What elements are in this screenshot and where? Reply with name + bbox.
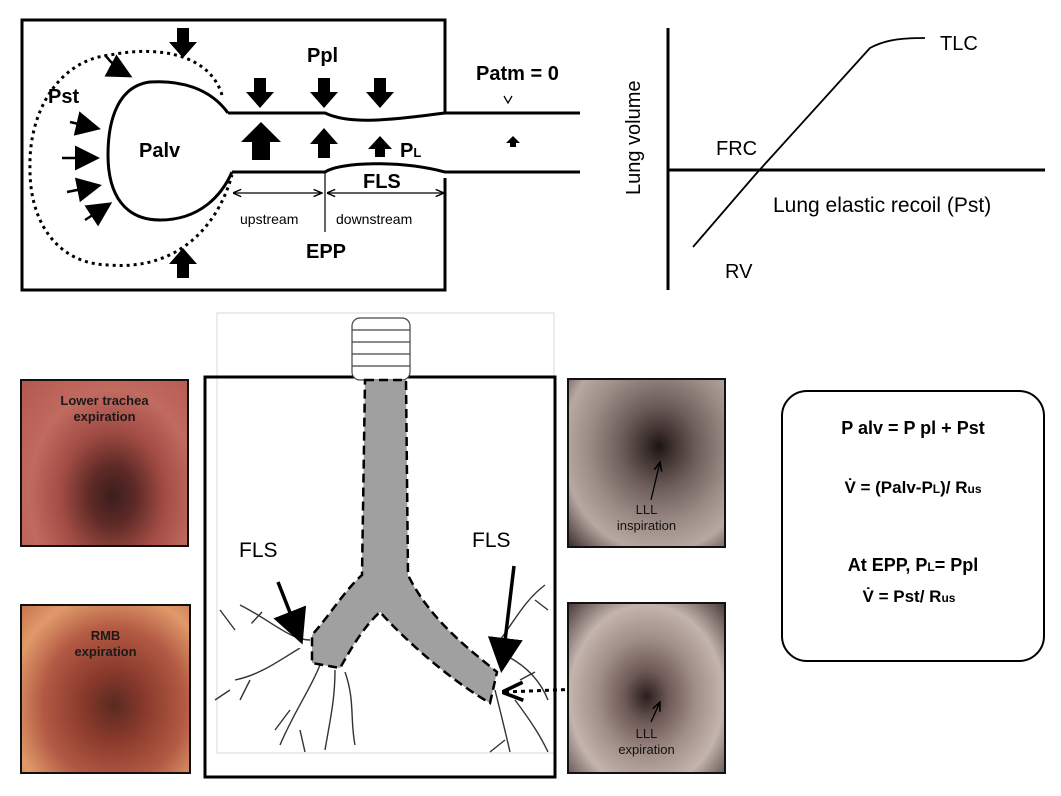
patm-pointer	[504, 96, 512, 103]
photo-lower-trachea: Lower trachea expiration	[20, 379, 189, 547]
formula-box: P alv = P pl + Pst V̇ = (Palv-PL)/ Rus A…	[781, 390, 1045, 662]
airway-diagram: Pst Palv Ppl Patm = 0 PL FLS upstream do…	[22, 20, 580, 290]
airway-lower-wall	[232, 164, 580, 172]
arrow-up-medium	[310, 128, 338, 158]
arrow-down-2	[310, 78, 338, 108]
pleural-dotted-outline	[30, 51, 232, 265]
volume-graph: Lung volume Lung elastic recoil (Pst) TL…	[623, 28, 1045, 290]
label-patm: Patm = 0	[476, 63, 559, 85]
right-branches	[490, 585, 548, 752]
photo-lower-trachea-label: Lower trachea expiration	[22, 393, 187, 425]
airway-upper-wall	[228, 113, 580, 120]
label-pl: PL	[400, 140, 421, 162]
formula-palv: P alv = P pl + Pst	[783, 418, 1043, 439]
photo-lll-inspiration: LLL inspiration	[567, 378, 726, 548]
photo-lll-inspiration-label: LLL inspiration	[569, 502, 724, 534]
photo-rmb-label: RMB expiration	[22, 628, 189, 660]
fls-right-arrow	[502, 566, 514, 666]
photo-lll-expiration-label: LLL expiration	[569, 726, 724, 758]
label-pst: Pst	[48, 86, 79, 108]
curved-arrow	[105, 55, 128, 75]
label-epp: EPP	[306, 241, 346, 263]
x-axis-label: Lung elastic recoil (Pst)	[773, 194, 991, 217]
arrow-down-3	[366, 78, 394, 108]
arrow-up-tiny	[506, 136, 520, 147]
trachea-rings	[352, 318, 410, 380]
point-rv: RV	[725, 261, 753, 283]
formula-flow: V̇ = (Palv-PL)/ Rus	[783, 478, 1043, 498]
photo-rmb: RMB expiration	[20, 604, 191, 774]
point-tlc: TLC	[940, 33, 978, 55]
formula-epp: At EPP, PL= Ppl	[783, 555, 1043, 576]
airway-lumen	[312, 380, 497, 703]
label-ppl: Ppl	[307, 45, 338, 67]
label-fls-right: FLS	[472, 529, 511, 552]
label-downstream: downstream	[336, 211, 412, 227]
arrow-down-1	[246, 78, 274, 108]
y-axis-label: Lung volume	[623, 80, 645, 195]
arrow-up-large	[241, 122, 281, 160]
arrow-down-top	[169, 28, 197, 58]
photo-lll-expiration: LLL expiration	[567, 602, 726, 774]
arrow-up-bottom	[169, 248, 197, 278]
formula-flow-epp: V̇ = Pst/ Rus	[775, 587, 1043, 607]
label-fls-left: FLS	[239, 539, 278, 562]
label-palv: Palv	[139, 140, 181, 162]
pst-arrows	[62, 122, 108, 220]
label-fls-airway: FLS	[363, 171, 401, 193]
point-frc: FRC	[716, 138, 757, 160]
label-upstream: upstream	[240, 211, 298, 227]
arrow-up-small	[368, 136, 392, 157]
